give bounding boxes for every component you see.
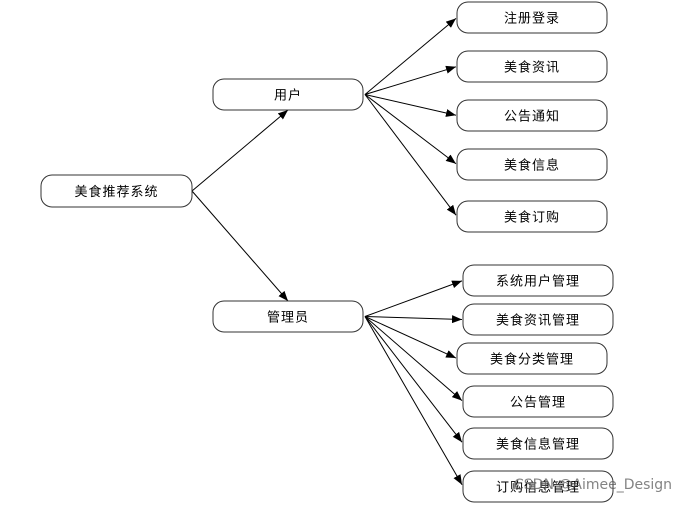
- leaf-node-user-2: 美食资讯: [456, 50, 608, 83]
- branch-node-admin-box: [212, 300, 364, 333]
- arrow-user-to-leaf-5: [364, 94, 457, 216]
- branch-node-admin-label: 管理员: [267, 311, 309, 326]
- leaf-node-admin-1: 系统用户管理: [462, 264, 614, 297]
- leaf-node-user-1-box: [456, 1, 608, 34]
- arrow-admin-to-leaf-3: [364, 316, 457, 359]
- leaf-node-admin-6-box: [462, 470, 614, 503]
- leaf-node-user-3-label: 公告通知: [504, 109, 560, 125]
- leaf-node-admin-6-label: 订购信息管理: [496, 480, 580, 496]
- arrow-admin-to-leaf-1: [364, 280, 463, 317]
- leaf-node-user-1: 注册登录: [456, 1, 608, 34]
- leaf-node-admin-1-box: [462, 264, 614, 297]
- arrow-admin-to-leaf-6: [364, 316, 463, 486]
- root-node-box: [40, 174, 193, 208]
- branch-node-user-box: [212, 78, 364, 111]
- branch-node-user: 用户: [212, 78, 364, 111]
- leaf-node-user-3-box: [456, 99, 608, 132]
- leaf-node-admin-2-label: 美食资讯管理: [496, 313, 580, 329]
- leaf-node-admin-2-box: [462, 303, 614, 336]
- arrow-user-to-leaf-2: [364, 65, 457, 95]
- arrow-admin-to-leaf-4: [364, 316, 463, 402]
- leaf-node-admin-3-label: 美食分类管理: [490, 352, 574, 368]
- leaf-node-user-5-label: 美食订购: [504, 210, 560, 226]
- leaf-node-admin-2: 美食资讯管理: [462, 303, 614, 336]
- connector-layer: [191, 17, 463, 486]
- leaf-node-admin-4-box: [462, 385, 614, 418]
- arrow-user-to-leaf-4: [364, 94, 457, 165]
- leaf-node-user-4: 美食信息: [456, 148, 608, 181]
- arrow-root-to-user: [191, 109, 289, 192]
- leaf-node-admin-5-label: 美食信息管理: [496, 437, 580, 453]
- leaf-node-admin-3: 美食分类管理: [456, 342, 608, 375]
- leaf-node-user-4-box: [456, 148, 608, 181]
- branch-node-user-label: 用户: [274, 88, 302, 104]
- leaf-node-user-1-label: 注册登录: [504, 12, 560, 27]
- arrow-admin-to-leaf-2: [364, 315, 463, 324]
- leaf-node-user-3: 公告通知: [456, 99, 608, 132]
- arrow-user-to-leaf-3: [364, 94, 457, 117]
- arrow-root-to-admin: [191, 190, 289, 302]
- leaf-node-admin-1-label: 系统用户管理: [496, 274, 580, 290]
- root-node: 美食推荐系统: [40, 174, 193, 208]
- arrow-admin-to-leaf-5: [364, 316, 463, 443]
- branch-node-admin: 管理员: [212, 300, 364, 333]
- leaf-node-admin-5-box: [462, 427, 614, 460]
- leaf-node-admin-4: 公告管理: [462, 385, 614, 418]
- leaf-node-admin-4-label: 公告管理: [510, 396, 566, 411]
- leaf-node-admin-3-box: [456, 342, 608, 375]
- arrow-user-to-leaf-1: [364, 17, 457, 95]
- watermark: CSDN @Aimee_Design: [514, 477, 673, 493]
- leaf-node-user-5-box: [456, 200, 608, 233]
- leaf-node-user-4-label: 美食信息: [504, 158, 560, 174]
- leaf-node-user-2-label: 美食资讯: [504, 60, 560, 76]
- leaf-node-user-2-box: [456, 50, 608, 83]
- root-node-label: 美食推荐系统: [74, 184, 158, 200]
- leaf-node-admin-5: 美食信息管理: [462, 427, 614, 460]
- leaf-node-admin-6: 订购信息管理: [462, 470, 614, 503]
- leaf-node-user-5: 美食订购: [456, 200, 608, 233]
